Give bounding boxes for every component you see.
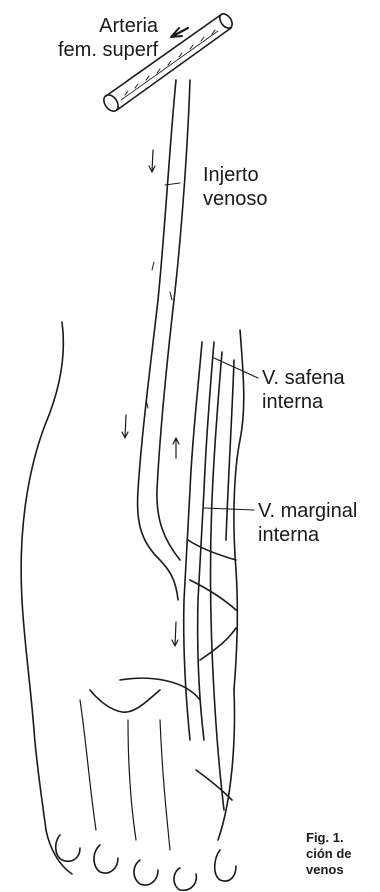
- figure-caption-line1: Fig. 1.: [306, 830, 380, 846]
- label-femoral-artery: Arteria fem. superf: [58, 14, 158, 62]
- label-femoral-artery-line1: Arteria: [58, 14, 158, 38]
- foot-outline: [46, 690, 236, 890]
- label-marginal-vein-line1: V. marginal: [258, 499, 357, 523]
- arterial-flow-arrow: [171, 28, 188, 37]
- marginal-vein: [188, 540, 236, 800]
- label-femoral-artery-line2: fem. superf: [58, 38, 158, 62]
- figure-caption-line2: ción de: [306, 846, 380, 862]
- label-vein-graft-line2: venoso: [203, 187, 268, 211]
- label-vein-graft-line1: Injerto: [203, 163, 268, 187]
- graft-flow-arrows: [122, 150, 179, 646]
- great-saphenous-vein: [184, 342, 234, 810]
- figure-caption-line3: venos: [306, 862, 380, 878]
- label-saphenous-vein: V. safena interna: [262, 366, 345, 414]
- label-vein-graft: Injerto venoso: [203, 163, 268, 211]
- figure-caption: Fig. 1. ción de venos: [306, 830, 380, 878]
- vein-graft: [138, 80, 190, 600]
- label-marginal-vein-line2: interna: [258, 523, 357, 547]
- label-saphenous-vein-line2: interna: [262, 390, 345, 414]
- label-marginal-vein: V. marginal interna: [258, 499, 357, 547]
- label-saphenous-vein-line1: V. safena: [262, 366, 345, 390]
